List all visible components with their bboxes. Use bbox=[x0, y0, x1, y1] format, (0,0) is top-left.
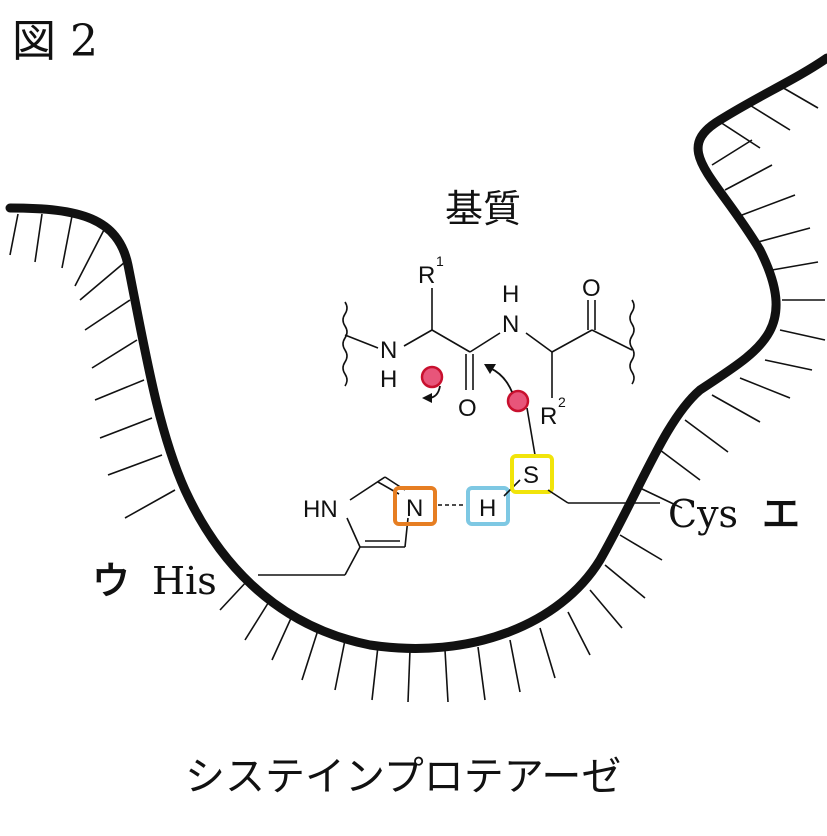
orange-box-nitrogen bbox=[393, 486, 437, 526]
cys-letter: エ bbox=[762, 491, 800, 536]
r2-atom: R bbox=[540, 403, 557, 430]
imidazole-nh: HN bbox=[303, 496, 338, 523]
curved-arrow bbox=[489, 367, 513, 393]
electron-pushing bbox=[420, 364, 536, 456]
substrate-label: 基質 bbox=[445, 187, 521, 231]
cys-side-chain bbox=[547, 489, 660, 504]
cys-name: Cys bbox=[668, 492, 738, 536]
r1-superscript: 1 bbox=[436, 253, 444, 269]
arrowhead bbox=[484, 364, 496, 374]
thiol-s: S bbox=[523, 462, 539, 489]
carbonyl-o-left: O bbox=[458, 395, 477, 422]
amide-h-right: H bbox=[502, 281, 519, 308]
arrowhead bbox=[422, 393, 432, 403]
cys-label: Cys エ bbox=[668, 491, 800, 536]
thiol-h: H bbox=[479, 495, 496, 522]
his-label: ウ His bbox=[92, 558, 217, 603]
substrate-atoms: R 1 N H O H N O R 2 bbox=[380, 253, 601, 430]
r1-atom: R bbox=[418, 262, 435, 289]
blue-box-hydrogen bbox=[466, 486, 510, 526]
surface-hatching bbox=[9, 85, 826, 703]
substrate-backbone bbox=[342, 288, 635, 398]
his-letter: ウ bbox=[92, 558, 130, 603]
electron-pair-dot bbox=[506, 389, 530, 413]
amide-h-left: H bbox=[380, 366, 397, 393]
his-name: His bbox=[152, 559, 217, 603]
imidazole-n: N bbox=[406, 495, 423, 522]
caption: システインプロテアーゼ bbox=[185, 754, 621, 800]
yellow-box-sulfur bbox=[510, 454, 554, 494]
r2-superscript: 2 bbox=[558, 394, 566, 410]
electron-pair-dot bbox=[420, 365, 444, 389]
figure-label: 図 2 bbox=[12, 16, 98, 67]
amide-n-right: N bbox=[502, 311, 519, 338]
enzyme-pocket-outline bbox=[5, 53, 827, 653]
imidazole-ring bbox=[258, 476, 409, 576]
amide-n-left: N bbox=[380, 337, 397, 364]
carbonyl-o-right: O bbox=[582, 275, 601, 302]
